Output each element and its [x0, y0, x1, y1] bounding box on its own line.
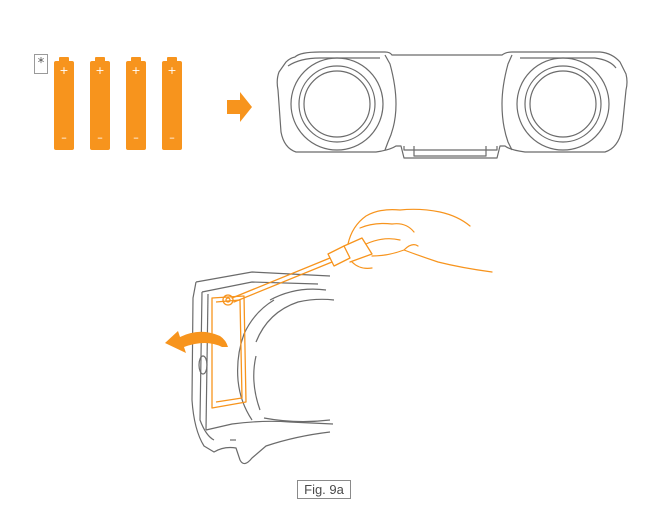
- figure-caption: Fig. 9a: [297, 480, 351, 499]
- right-arrow-icon: [227, 92, 252, 122]
- battery-plus-label: +: [59, 64, 68, 77]
- rotate-arrow-icon: [165, 331, 228, 353]
- battery-icon: + –: [54, 57, 74, 150]
- battery-icon: + –: [162, 57, 182, 150]
- battery-minus-label: –: [61, 131, 67, 144]
- speaker-back-view: [276, 51, 628, 159]
- battery-icon: + –: [90, 57, 110, 150]
- hand-outline: [347, 208, 493, 273]
- note-marker: *: [34, 54, 48, 74]
- speaker-side-panel: [191, 271, 335, 465]
- battery-plus-label: +: [167, 64, 176, 77]
- battery-door: [211, 294, 247, 409]
- battery-icon: + –: [126, 57, 146, 150]
- battery-minus-label: –: [169, 131, 175, 144]
- battery-minus-label: –: [97, 131, 103, 144]
- screwdriver-icon: [231, 237, 373, 303]
- battery-minus-label: –: [133, 131, 139, 144]
- battery-plus-label: +: [95, 64, 104, 77]
- compartment-illustration: [165, 208, 493, 465]
- batteries: + – + – + – + –: [54, 57, 182, 150]
- battery-plus-label: +: [131, 64, 140, 77]
